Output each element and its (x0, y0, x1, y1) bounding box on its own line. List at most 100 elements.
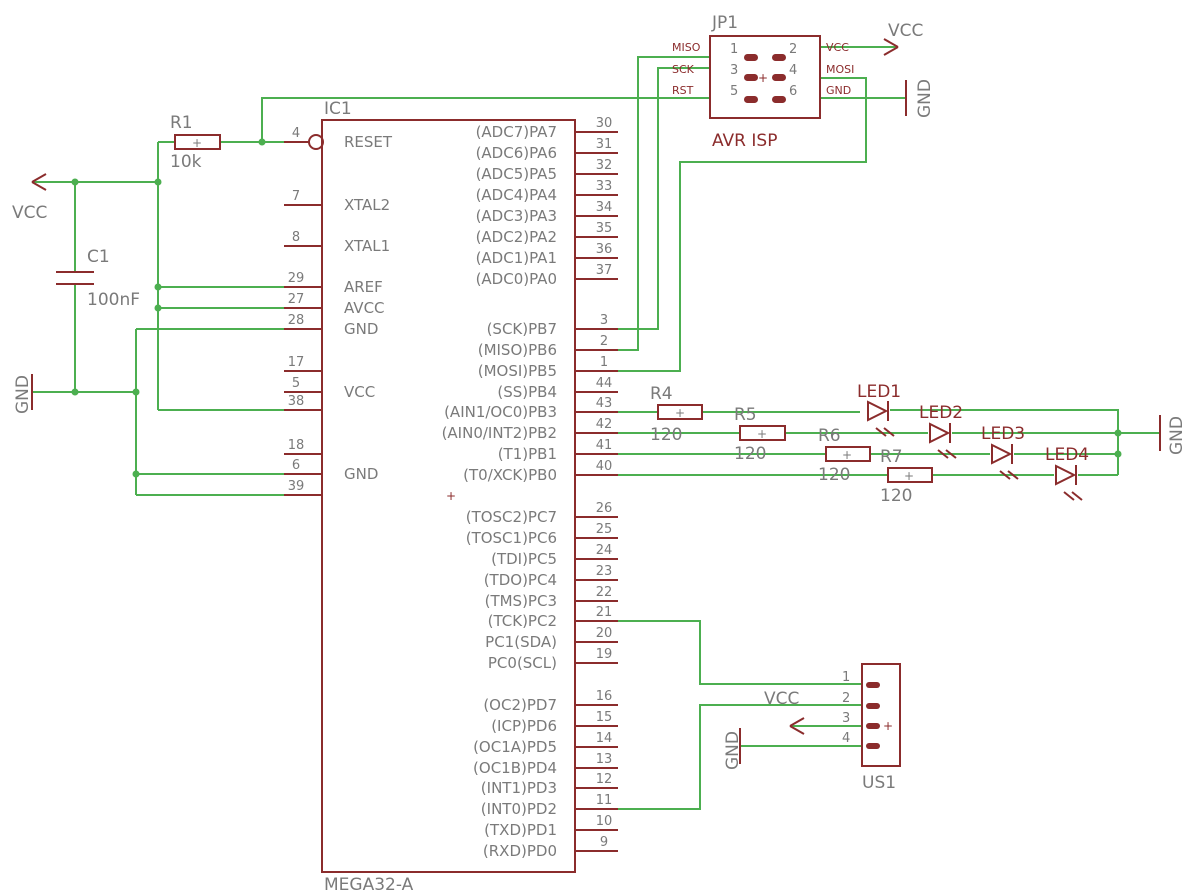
svg-text:31: 31 (596, 137, 613, 152)
svg-text:25: 25 (596, 522, 613, 537)
svg-text:+: + (758, 71, 768, 85)
resistor-r7: + R7 120 (880, 447, 933, 506)
svg-text:3: 3 (600, 313, 608, 328)
svg-text:18: 18 (288, 438, 305, 453)
resistor-r6: + R6 120 (818, 426, 871, 485)
svg-text:(OC2)PD7: (OC2)PD7 (483, 696, 557, 714)
svg-text:VCC: VCC (826, 41, 849, 54)
junction-dot (154, 283, 162, 291)
svg-text:(TDO)PC4: (TDO)PC4 (484, 571, 557, 589)
svg-text:+: + (192, 136, 202, 150)
svg-text:RESET: RESET (344, 133, 393, 151)
svg-text:(ADC1)PA1: (ADC1)PA1 (476, 249, 557, 267)
vcc-symbol-us1: VCC (764, 689, 805, 735)
svg-text:44: 44 (596, 376, 613, 391)
svg-text:29: 29 (288, 271, 305, 286)
jp1-name: JP1 (711, 13, 738, 33)
junction-dot (154, 304, 162, 312)
svg-text:RST: RST (672, 84, 694, 97)
svg-text:(ICP)PD6: (ICP)PD6 (491, 717, 557, 735)
svg-text:(OC1A)PD5: (OC1A)PD5 (473, 738, 557, 756)
resistor-r4: + R4 120 (650, 384, 703, 445)
ic-right-pin-34: 34(ADC3)PA3 (476, 200, 618, 225)
ic-right-pin-40: 40(T0/XCK)PB0 (463, 459, 618, 484)
svg-text:6: 6 (292, 458, 300, 473)
ic-right-pin-26: 26(TOSC2)PC7 (466, 501, 618, 526)
svg-text:120: 120 (818, 465, 850, 485)
isp-pin-5: 5 RST (672, 84, 758, 103)
gnd-label: GND (915, 79, 935, 118)
ic-right-pin-16: 16(OC2)PD7 (483, 689, 618, 714)
svg-text:4: 4 (789, 63, 797, 78)
svg-text:120: 120 (650, 425, 682, 445)
svg-text:XTAL1: XTAL1 (344, 237, 390, 255)
svg-text:(T1)PB1: (T1)PB1 (498, 445, 557, 463)
ic-right-pin-21: 21 (TCK)PC2 (488, 605, 618, 630)
capacitor-c1: C1 100nF (56, 247, 140, 310)
ic-right-pin-31: 31 (ADC6)PA6 (476, 137, 618, 162)
ic-left-pin-18: 18 (284, 438, 322, 455)
svg-text:37: 37 (596, 263, 613, 278)
wire-reset-rst (261, 97, 710, 142)
svg-text:(TXD)PD1: (TXD)PD1 (484, 821, 557, 839)
svg-text:(TCK)PC2: (TCK)PC2 (488, 612, 557, 630)
svg-text:42: 42 (596, 417, 613, 432)
ic-right-pin-30: 30(ADC7)PA7 (476, 116, 618, 141)
svg-text:2: 2 (842, 691, 850, 706)
junction-dot (71, 388, 79, 396)
svg-text:XTAL2: XTAL2 (344, 196, 390, 214)
ic-right-pin-22: 22(TMS)PC3 (485, 585, 618, 610)
svg-text:19: 19 (596, 647, 613, 662)
wire-pd2-us1 (618, 704, 862, 810)
svg-text:39: 39 (288, 479, 305, 494)
svg-text:17: 17 (288, 355, 305, 370)
svg-text:38: 38 (288, 394, 305, 409)
svg-text:R6: R6 (818, 426, 841, 446)
gnd-label: GND (13, 375, 33, 414)
svg-text:(SS)PB4: (SS)PB4 (497, 383, 557, 401)
svg-text:MISO: MISO (672, 41, 701, 54)
svg-text:21: 21 (596, 605, 613, 620)
gnd-symbol-left: GND (13, 374, 33, 414)
ic-right-pin-24: 24(TDI)PC5 (491, 543, 618, 568)
svg-text:4: 4 (292, 126, 300, 141)
svg-text:2: 2 (789, 42, 797, 57)
isp-pin-6: 6 GND (772, 84, 851, 103)
vcc-label: VCC (12, 203, 47, 223)
svg-text:LED3: LED3 (981, 424, 1025, 444)
reset-inversion-bubble (308, 134, 324, 150)
gnd-symbol-us1: GND (723, 728, 743, 770)
svg-text:(ADC6)PA6: (ADC6)PA6 (476, 144, 557, 162)
ic-right-pin-3: 3(SCK)PB7 (487, 313, 618, 338)
jp1-value: AVR ISP (712, 131, 777, 151)
svg-text:4: 4 (842, 731, 850, 746)
gnd-symbol-right: GND (1159, 415, 1187, 455)
ic-right-pin-10: 10(TXD)PD1 (484, 814, 618, 839)
junctions (71, 138, 1122, 478)
svg-text:(INT0)PD2: (INT0)PD2 (481, 800, 557, 818)
svg-text:9: 9 (600, 835, 608, 850)
svg-text:24: 24 (596, 543, 613, 558)
ic-left-pin-38: 38 (284, 394, 322, 411)
svg-text:PC0(SCL): PC0(SCL) (488, 654, 557, 672)
svg-text:8: 8 (292, 230, 300, 245)
svg-text:(RXD)PD0: (RXD)PD0 (483, 842, 557, 860)
svg-text:40: 40 (596, 459, 613, 474)
vcc-label: VCC (888, 21, 923, 41)
ic-right-pin-23: 23 (TDO)PC4 (484, 564, 618, 589)
resistor-r1: + R1 10k (170, 113, 221, 172)
svg-text:(TMS)PC3: (TMS)PC3 (485, 592, 557, 610)
svg-text:27: 27 (288, 292, 305, 307)
svg-text:VCC: VCC (344, 383, 375, 401)
isp-pin-3: 3 SCK (672, 63, 758, 81)
ic-right-pin-44: 44 (SS)PB4 (497, 376, 618, 401)
svg-text:23: 23 (596, 564, 613, 579)
led-1: LED1 (857, 382, 901, 437)
us1-name: US1 (862, 773, 896, 793)
svg-text:3: 3 (730, 63, 738, 78)
